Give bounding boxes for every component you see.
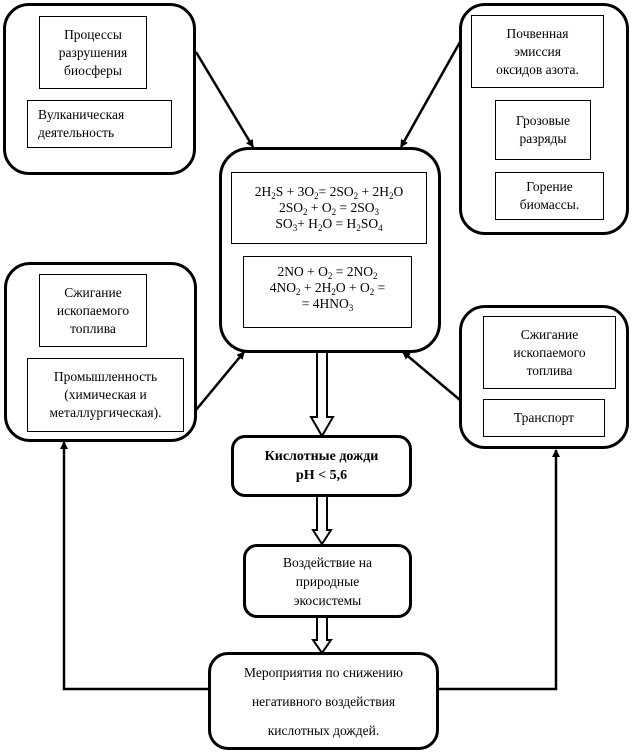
- arrow-topright-to-center: [399, 41, 462, 148]
- node-acid-rain: Кислотные дожди pH < 5,6: [231, 435, 412, 497]
- arrow-midright-to-center: [402, 351, 461, 401]
- node-industry: Промышленность (химическая и металлургич…: [27, 358, 184, 432]
- reaction-line: SO3+ H2O = H2SO4: [275, 216, 383, 233]
- nitrogen-reactions-box: 2NO + O2 = 2NO2 4NO2 + 2H2O + O2 = = 4HN…: [243, 256, 412, 328]
- hollow-arrow-rain-to-impact: [311, 495, 333, 546]
- node-lightning: Грозовые разряды: [495, 100, 591, 160]
- node-transport: Транспорт: [483, 399, 605, 437]
- node-fossil-fuel-burning-left: Сжигание ископаемого топлива: [39, 274, 147, 347]
- hollow-arrow-impact-to-measures: [311, 616, 333, 655]
- reaction-line: 4NO2 + 2H2O + O2 =: [269, 280, 386, 297]
- measures-line: негативного воздействия: [251, 693, 396, 709]
- node-biomass-burning: Горение биомассы.: [495, 172, 604, 220]
- reaction-line: 2H2S + 3O2= 2SO2 + 2H2O: [254, 184, 404, 201]
- node-soil-nox-emission: Почвенная эмиссия оксидов азота.: [471, 15, 604, 88]
- acid-rain-title: Кислотные дожди: [264, 449, 379, 464]
- node-ecosystem-impact: Воздействие на природные экосистемы: [243, 544, 412, 618]
- node-mitigation-measures: Мероприятия по снижению негативного возд…: [208, 652, 439, 750]
- sulfur-reactions-box: 2H2S + 3O2= 2SO2 + 2H2O 2SO2 + O2 = 2SO3…: [231, 172, 427, 244]
- node-volcanic-activity: Вулканическая деятельность: [27, 100, 172, 148]
- arrow-midleft-to-center: [195, 351, 245, 411]
- node-biosphere-destruction: Процессы разрушения биосферы: [39, 16, 147, 89]
- arrow-measures-to-midleft: [60, 441, 210, 691]
- measures-line: Мероприятия по снижению: [244, 664, 403, 680]
- node-fossil-fuel-burning-right: Сжигание ископаемого топлива: [483, 316, 616, 389]
- reaction-line: 2NO + O2 = 2NO2: [277, 264, 378, 281]
- arrow-topleft-to-center: [194, 51, 255, 148]
- reaction-line: = 4HNO3: [301, 296, 354, 313]
- arrow-measures-to-midright: [420, 449, 560, 691]
- hollow-arrow-center-to-rain: [309, 351, 335, 438]
- measures-line: кислотных дождей.: [267, 722, 380, 738]
- reaction-line: 2SO2 + O2 = 2SO3: [278, 200, 379, 217]
- acid-rain-ph: pH < 5,6: [295, 468, 348, 483]
